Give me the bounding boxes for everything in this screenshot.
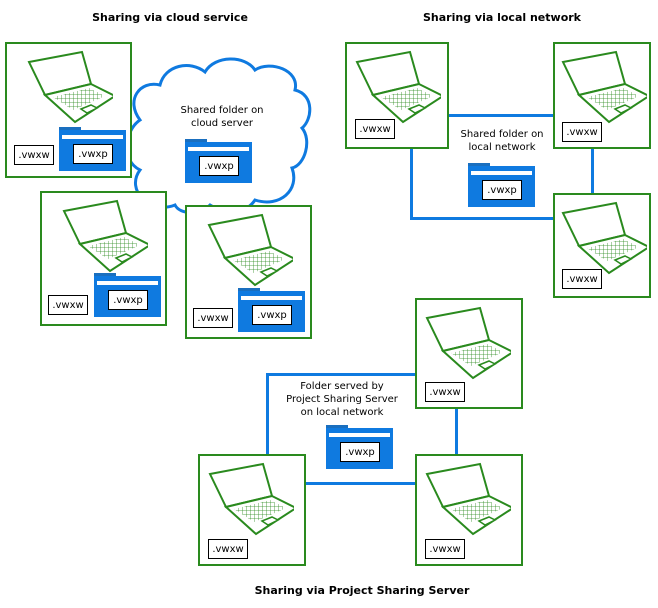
network-line (410, 217, 553, 220)
pss-caption: Folder served by Project Sharing Server … (286, 380, 398, 419)
laptop-icon (555, 201, 647, 275)
folder-icon: .vwxp (238, 288, 305, 332)
computer-box: .vwxw .vwxp (185, 205, 312, 339)
shared-file: .vwxp (482, 180, 522, 200)
computer-box: .vwxw (345, 42, 449, 149)
local-file: .vwxw (208, 539, 248, 559)
folder-icon: .vwxp (468, 163, 535, 207)
laptop-icon (349, 50, 441, 124)
computer-box: .vwxw (415, 454, 523, 566)
network-line (410, 149, 413, 220)
network-line (266, 373, 415, 376)
synced-file: .vwxp (73, 144, 113, 164)
local-file: .vwxw (193, 308, 233, 328)
network-line (266, 373, 269, 454)
local-caption: Shared folder on local network (460, 128, 543, 154)
local-file: .vwxw (562, 122, 602, 142)
shared-file: .vwxp (340, 442, 380, 462)
laptop-icon (202, 462, 294, 536)
laptop-icon (21, 50, 113, 124)
shared-file: .vwxp (199, 156, 239, 176)
network-line (305, 482, 415, 485)
computer-box: .vwxw .vwxp (5, 42, 132, 178)
computer-box: .vwxw (553, 193, 651, 298)
folder-icon: .vwxp (59, 127, 126, 171)
synced-file: .vwxp (108, 290, 148, 310)
laptop-icon (419, 306, 511, 380)
local-file: .vwxw (14, 145, 54, 165)
local-section-title: Sharing via local network (423, 11, 581, 24)
laptop-icon (56, 199, 148, 273)
laptop-icon (555, 50, 647, 124)
local-file: .vwxw (48, 295, 88, 315)
caption-line: Project Sharing Server (286, 394, 398, 405)
caption-line: cloud server (191, 118, 253, 129)
pss-section-title: Sharing via Project Sharing Server (254, 584, 470, 597)
caption-line: Shared folder on (180, 105, 264, 116)
network-line (449, 114, 553, 117)
folder-icon: .vwxp (326, 425, 393, 469)
synced-file: .vwxp (252, 305, 292, 325)
caption-line: on local network (300, 407, 384, 418)
computer-box: .vwxw .vwxp (40, 191, 167, 326)
local-file: .vwxw (425, 539, 465, 559)
caption-line: local network (468, 142, 536, 153)
local-file: .vwxw (355, 119, 395, 139)
laptop-icon (201, 213, 293, 287)
computer-box: .vwxw (415, 298, 523, 409)
local-file: .vwxw (562, 269, 602, 289)
local-file: .vwxw (425, 382, 465, 402)
caption-line: Folder served by (300, 381, 384, 392)
network-line (455, 408, 458, 454)
computer-box: .vwxw (553, 42, 651, 149)
computer-box: .vwxw (198, 454, 306, 566)
folder-icon: .vwxp (185, 139, 252, 183)
caption-line: Shared folder on (460, 129, 544, 140)
network-line (591, 148, 594, 193)
cloud-caption: Shared folder on cloud server (180, 104, 263, 130)
cloud-section-title: Sharing via cloud service (92, 11, 248, 24)
laptop-icon (419, 462, 511, 536)
folder-icon: .vwxp (94, 273, 161, 317)
